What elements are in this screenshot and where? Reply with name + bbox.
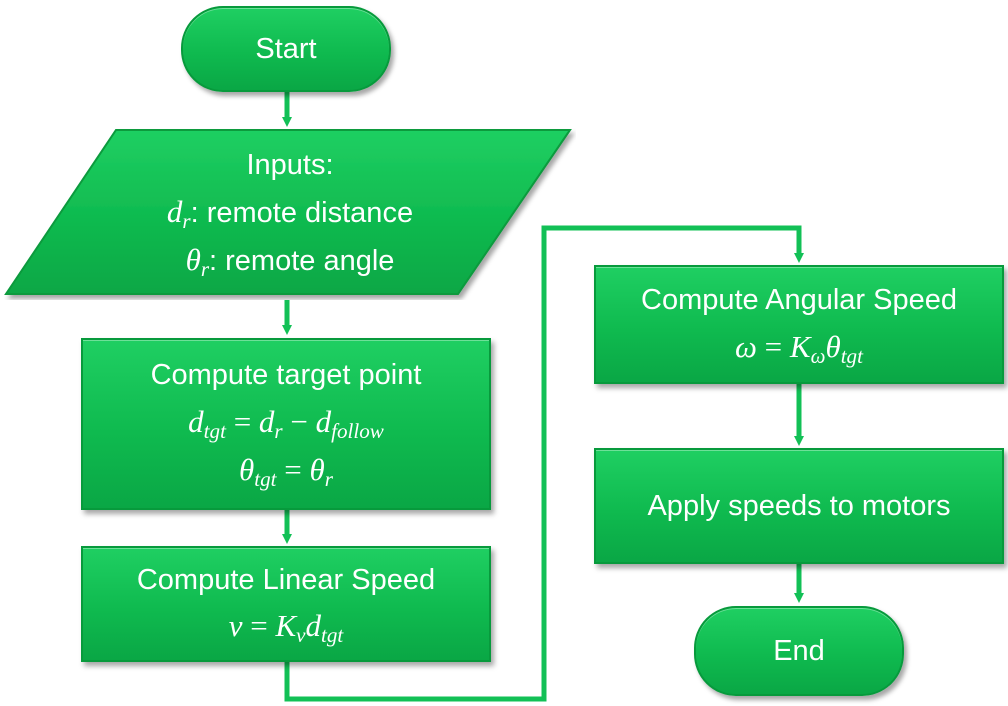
linear-distance: d xyxy=(305,608,322,644)
target-distance-equation: dtgt = dr − dfollow xyxy=(188,398,384,446)
angular-speed-equation: ω = Kωθtgt xyxy=(735,323,863,371)
eq1-a: d xyxy=(258,404,275,440)
apply-label: Apply speeds to motors xyxy=(647,489,951,522)
inputs-text: Inputs: dr: remote distance θr: remote a… xyxy=(4,128,576,300)
linear-heading: Compute Linear Speed xyxy=(136,563,436,596)
angular-lhs: ω xyxy=(735,328,757,364)
end-label: End xyxy=(773,634,825,667)
input-remote-angle: θr: remote angle xyxy=(186,236,395,284)
linear-gain: K xyxy=(275,608,297,644)
theta-subscript: r xyxy=(200,257,210,282)
angular-op: = xyxy=(756,328,790,364)
eq2-lhs-sub: tgt xyxy=(254,467,277,492)
inputs-heading: Inputs: xyxy=(246,149,334,182)
eq2-op: = xyxy=(276,452,310,488)
parallelogram-shape xyxy=(4,129,572,295)
angular-gain-sub: ω xyxy=(810,343,826,368)
dr-subscript: r xyxy=(182,209,191,234)
compute-target-point-box: Compute target point dtgt = dr − dfollow… xyxy=(81,338,491,510)
angular-gain: K xyxy=(789,328,811,364)
eq1-a-sub: r xyxy=(274,419,283,444)
angular-heading: Compute Angular Speed xyxy=(641,284,957,316)
dr-symbol: d xyxy=(166,194,183,230)
eq1-b: d xyxy=(315,404,332,440)
inputs-parallelogram: Inputs: dr: remote distance θr: remote a… xyxy=(4,128,576,300)
target-heading: Compute target point xyxy=(150,359,422,392)
linear-speed-equation: v = Kvdtgt xyxy=(229,602,344,650)
linear-lhs: v xyxy=(228,608,243,644)
theta-symbol: θ xyxy=(185,242,201,278)
compute-angular-speed-box: Compute Angular Speed ω = Kωθtgt xyxy=(594,265,1004,384)
angular-theta-sub: tgt xyxy=(840,343,863,368)
eq1-op: = xyxy=(225,404,259,440)
eq2-lhs: θ xyxy=(239,452,255,488)
end-terminal: End xyxy=(694,606,904,696)
eq1-lhs-sub: tgt xyxy=(203,419,226,444)
eq2-rhs-sub: r xyxy=(324,467,333,492)
input-remote-distance: dr: remote distance xyxy=(167,188,413,236)
arrow-linear-to-angular xyxy=(284,225,804,702)
apply-speeds-box: Apply speeds to motors xyxy=(594,448,1004,564)
compute-linear-speed-box: Compute Linear Speed v = Kvdtgt xyxy=(81,546,491,662)
angular-theta: θ xyxy=(825,328,841,364)
start-terminal: Start xyxy=(181,6,391,92)
eq1-minus: − xyxy=(282,404,316,440)
theta-description: : remote angle xyxy=(209,245,395,278)
target-angle-equation: θtgt = θr xyxy=(239,446,333,494)
start-label: Start xyxy=(255,32,317,65)
dr-description: : remote distance xyxy=(190,197,414,230)
eq1-b-sub: follow xyxy=(331,419,384,444)
eq2-rhs: θ xyxy=(309,452,325,488)
eq1-lhs: d xyxy=(188,404,204,440)
linear-op: = xyxy=(242,608,276,644)
linear-distance-sub: tgt xyxy=(321,623,344,648)
linear-gain-sub: v xyxy=(296,623,306,648)
